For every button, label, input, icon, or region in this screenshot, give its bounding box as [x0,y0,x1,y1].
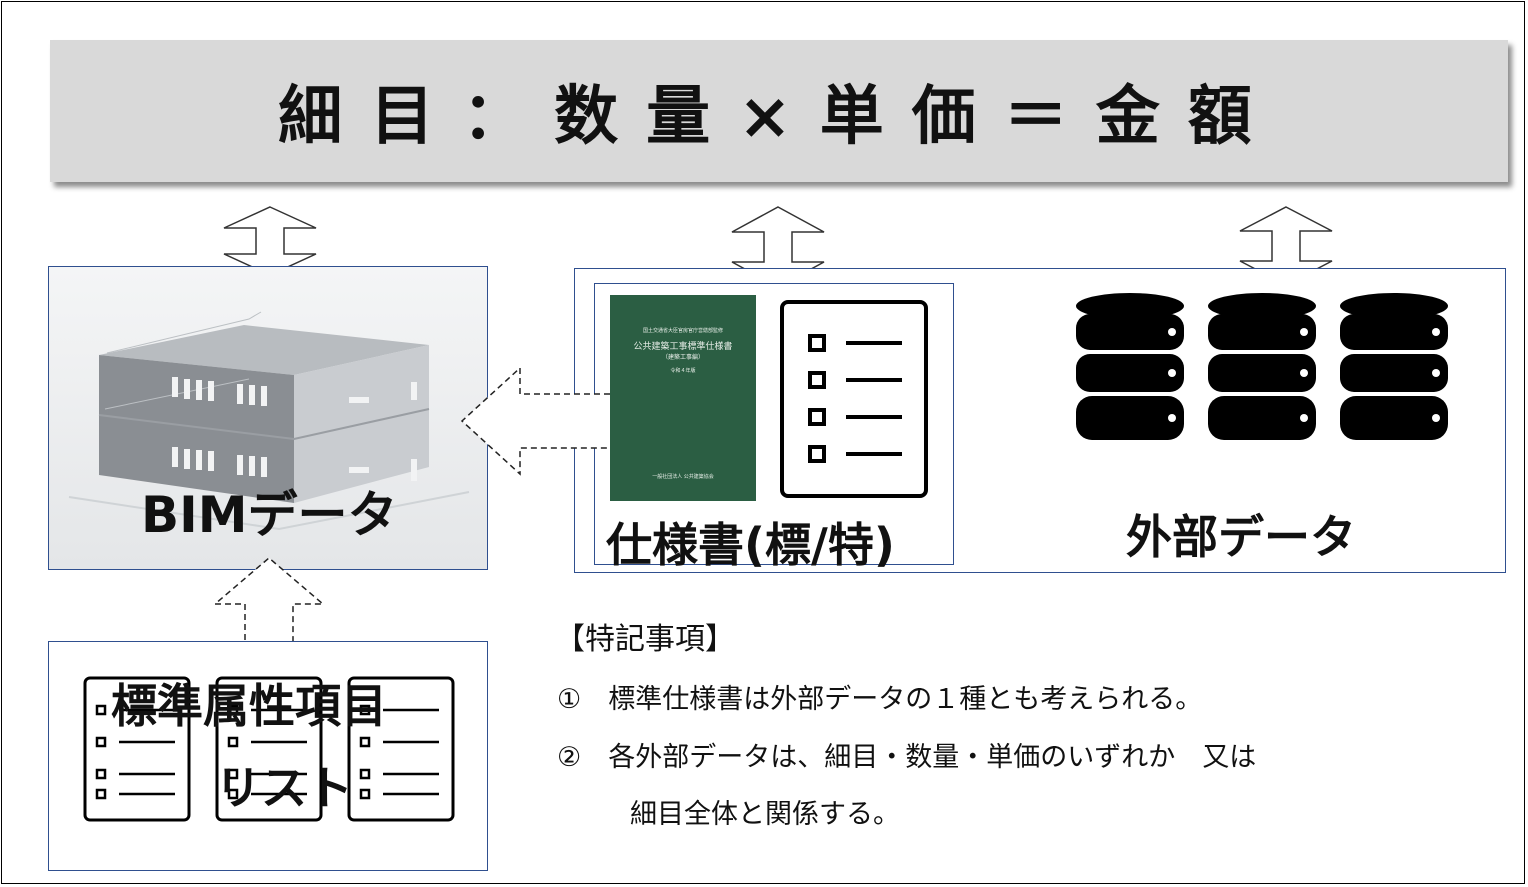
checklist-icon [347,676,455,822]
formula-text: 細目：数量×単価＝金額 [278,80,1280,154]
bim-data-label: BIMデータ [141,486,398,544]
bim-data-box: BIMデータ [48,266,488,570]
book-publisher-bottom: 一般社団法人 公共建築協会 [652,474,714,480]
book-publisher-top: 国土交通省大臣官房官庁営繕部監修 [642,328,723,334]
book-edition: 令和４年版 [670,368,696,374]
note-item-1: ① 標準仕様書は外部データの１種とも考えられる。 [557,684,1203,715]
database-icon [1340,293,1448,440]
formula-bar: 細目：数量×単価＝金額 [50,40,1508,182]
notes-title: 【特記事項】 [555,622,735,657]
book-title: 公共建築工事標準仕様書 [633,342,733,352]
standard-attributes-label-line2: リスト [215,761,353,815]
note-item-2: ② 各外部データは、細目・数量・単価のいずれか 又は [557,742,1257,773]
building-image [49,267,487,569]
standard-attributes-box: 標準属性項目 リスト [48,641,488,871]
checklist-icon [780,300,928,498]
spec-label: 仕様書(標/特) [606,518,895,572]
dashed-arrow-icon-left [460,366,610,476]
note-item-2-continued: 細目全体と関係する。 [630,799,900,830]
dashed-arrow-icon-up [212,557,326,650]
checklist-icon [83,676,191,822]
database-icon [1208,293,1316,440]
external-data-label: 外部データ [1126,510,1356,564]
checklist-icon [215,676,323,822]
spec-book-cover: 国土交通省大臣官房官庁営繕部監修 公共建築工事標準仕様書 （建築工事編） 令和４… [610,295,756,501]
database-icon [1076,293,1184,440]
standard-attributes-label: 標準属性項目 [111,679,387,733]
book-subtitle: （建築工事編） [661,354,704,361]
